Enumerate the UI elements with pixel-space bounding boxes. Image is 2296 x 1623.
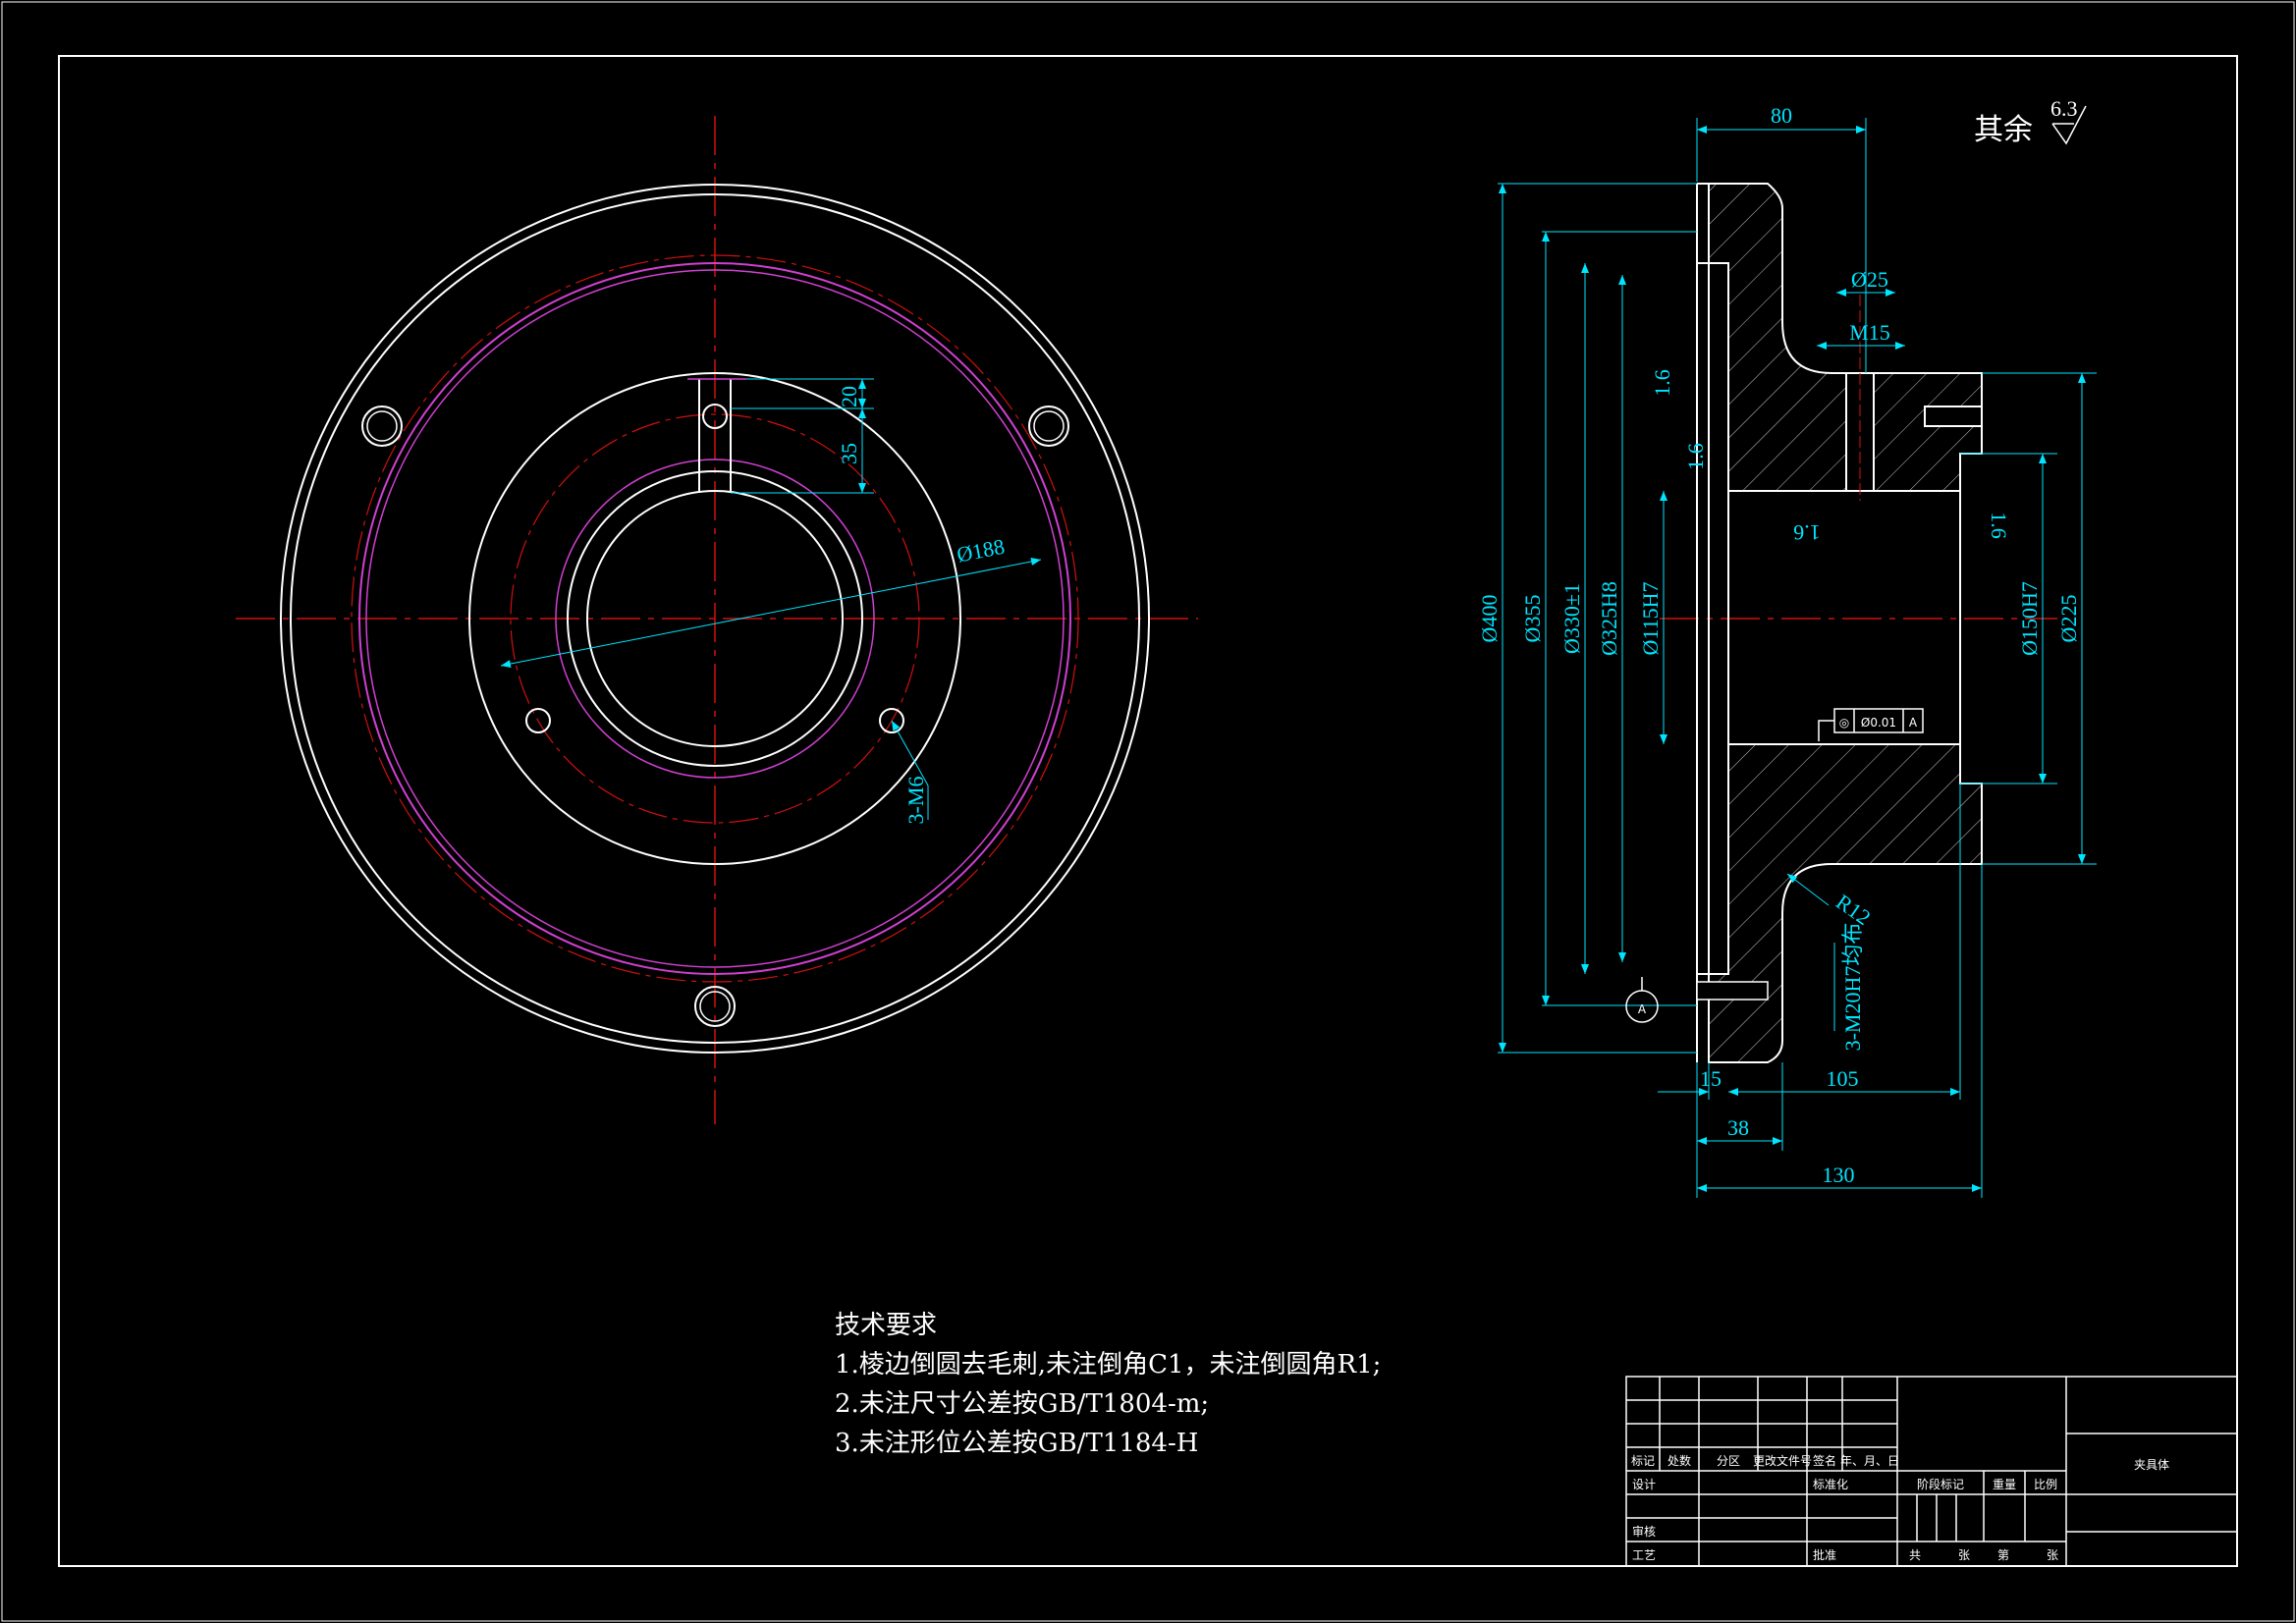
tb-approve: 批准 — [1813, 1547, 1836, 1562]
dim-d330-text: Ø330±1 — [1559, 583, 1584, 654]
dim-38-text: 38 — [1727, 1115, 1749, 1140]
axial-tap-hole — [1924, 406, 1983, 427]
bolt-hole-2 — [1028, 406, 1069, 447]
dim-d225-text: Ø225 — [2056, 595, 2081, 643]
lower-section-hatch — [1708, 743, 1983, 1063]
dim-15-text: 15 — [1700, 1066, 1722, 1091]
tb-header-sign: 签名 — [1813, 1453, 1836, 1468]
roughness-3: 1.6 — [1793, 520, 1821, 545]
bolt-hole-2-inner — [1033, 410, 1065, 442]
recess-inner-circle — [365, 269, 1065, 968]
tolerance-symbol: ◎ — [1839, 716, 1849, 730]
tb-stage-mark: 阶段标记 — [1917, 1477, 1964, 1491]
surface-finish-label: 其余 — [1974, 113, 2033, 147]
tap-hole-1 — [702, 404, 728, 429]
tb-header-change: 更改文件号 — [1753, 1453, 1812, 1468]
bolt-hole-3 — [694, 986, 736, 1027]
bolt-hole-1 — [361, 406, 403, 447]
dim-35-text: 35 — [837, 443, 861, 464]
tb-total: 共 — [1909, 1548, 1921, 1562]
dim-d355-text: Ø355 — [1520, 595, 1545, 643]
roughness-2: 1.6 — [1683, 443, 1708, 470]
tap-hole-3 — [879, 708, 904, 733]
bolt-hole-1-inner — [366, 410, 398, 442]
tb-page: 第 — [1997, 1548, 2009, 1562]
front-view: 20 35 Ø188 3-M6 — [236, 116, 1198, 1124]
dim-20-text: 20 — [837, 386, 861, 407]
dim-m15-text: M15 — [1849, 320, 1890, 345]
recess-outer-circle — [358, 262, 1071, 975]
bolt-hole-section — [1696, 981, 1769, 1001]
leader-r12 — [1786, 873, 1830, 906]
leader-tap — [891, 720, 929, 786]
dim-130-text: 130 — [1823, 1163, 1855, 1187]
tb-design: 设计 — [1632, 1478, 1656, 1491]
bolt-pitch-circle — [351, 254, 1079, 983]
tb-part-name: 夹具体 — [2134, 1458, 2169, 1472]
section-view: 80 Ø25 M15 其余 6.3 Ø400 Ø355 Ø330±1 Ø325H… — [1477, 96, 2097, 1198]
notes-title: 技术要求 — [835, 1311, 937, 1340]
dim-80-text: 80 — [1771, 103, 1792, 128]
roughness-4: 1.6 — [1987, 512, 2011, 539]
technical-notes: 技术要求 1.棱边倒圆去毛刺,未注倒角C1，未注倒圆角R1; 2.未注尺寸公差按… — [835, 1311, 1381, 1458]
tb-scale: 比例 — [2034, 1478, 2057, 1491]
datum-label: A — [1638, 1002, 1647, 1016]
title-block-text: 标记 处数 分区 更改文件号 签名 年、月、日 设计 标准化 审核 工艺 批准 … — [1631, 1453, 2169, 1562]
dim-line-188 — [500, 558, 1042, 668]
drawing-frame — [58, 55, 2238, 1567]
tb-process: 工艺 — [1632, 1548, 1656, 1562]
tap-hole-2 — [525, 708, 551, 733]
dim-105-text: 105 — [1827, 1066, 1859, 1091]
tap-label: 3-M6 — [903, 777, 928, 825]
dim-d325-text: Ø325H8 — [1597, 581, 1621, 656]
dim-d25-text: Ø25 — [1851, 267, 1888, 292]
tb-standard: 标准化 — [1813, 1478, 1848, 1491]
title-block — [1625, 1376, 2238, 1567]
outer-rim-circle — [280, 184, 1150, 1054]
tb-weight: 重量 — [1993, 1478, 2016, 1491]
tb-sheets-2: 张 — [2047, 1548, 2058, 1562]
tolerance-value: Ø0.01 — [1861, 716, 1896, 730]
dim-d115-text: Ø115H7 — [1638, 582, 1663, 656]
dim-188-text: Ø188 — [955, 534, 1007, 568]
notes-line-3: 3.未注形位公差按GB/T1184-H — [835, 1429, 1198, 1458]
bolt-hole-3-inner — [699, 991, 731, 1022]
tolerance-frame: ◎ Ø0.01 A — [1818, 708, 1924, 741]
tb-header-mark: 标记 — [1631, 1454, 1655, 1468]
tolerance-datum: A — [1909, 716, 1918, 730]
tolerance-leader — [1818, 720, 1834, 741]
dim-d400-text: Ø400 — [1477, 595, 1502, 643]
tb-header-count: 处数 — [1667, 1453, 1691, 1468]
notes-line-2: 2.未注尺寸公差按GB/T1804-m; — [835, 1389, 1209, 1419]
surface-finish-symbol — [2051, 105, 2087, 145]
tb-header-zone: 分区 — [1717, 1454, 1740, 1468]
upper-section-hatch — [1697, 183, 1983, 492]
notes-line-1: 1.棱边倒圆去毛刺,未注倒角C1，未注倒圆角R1; — [835, 1350, 1381, 1380]
tb-sheets-1: 张 — [1958, 1548, 1970, 1562]
surface-finish-value: 6.3 — [2050, 96, 2078, 121]
dim-d150-text: Ø150H7 — [2017, 581, 2042, 656]
roughness-1: 1.6 — [1650, 369, 1674, 397]
holes-label: 3-M20H7均布 — [1840, 923, 1865, 1052]
tb-header-date: 年、月、日 — [1840, 1454, 1899, 1468]
outer-chamfer-circle — [290, 193, 1140, 1044]
tb-review: 审核 — [1632, 1524, 1656, 1539]
